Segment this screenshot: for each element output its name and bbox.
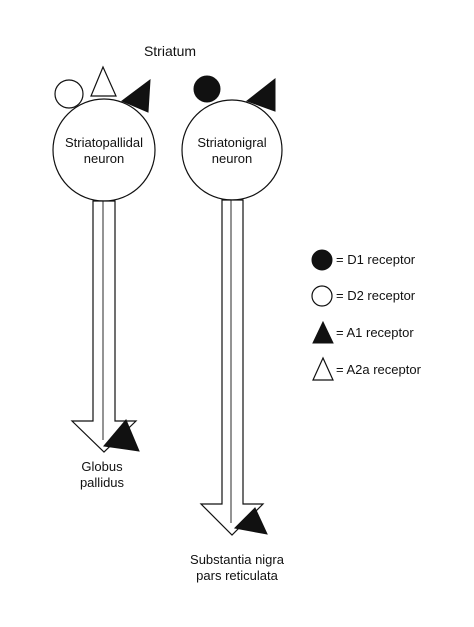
legend-a2a-label: = A2a receptor xyxy=(336,362,421,377)
right-neuron-label-line1: Striatonigral xyxy=(197,135,267,150)
right-target-label-line2: pars reticulata xyxy=(196,568,278,583)
legend-filled-circle-icon xyxy=(311,249,333,271)
right-target-label: Substantia nigra pars reticulata xyxy=(190,552,284,584)
striatonigral-axon-arrow xyxy=(199,199,265,536)
left-terminal-a1-receptor-icon xyxy=(103,419,140,452)
left-a1-receptor-icon xyxy=(121,78,151,113)
right-neuron-label-line2: neuron xyxy=(211,151,253,166)
left-neuron-label-line1: Striatopallidal xyxy=(64,135,144,150)
left-target-label-line1: Globus xyxy=(81,459,123,474)
legend-a1-label: = A1 receptor xyxy=(336,325,414,340)
right-d1-receptor-icon xyxy=(193,75,221,103)
right-neuron-label: Striatonigral neuron xyxy=(197,135,266,167)
left-d2-receptor-icon xyxy=(54,79,84,109)
left-a2a-receptor-icon xyxy=(90,65,117,97)
left-neuron-label-line2: neuron xyxy=(83,151,125,166)
left-target-label: Globus pallidus xyxy=(80,459,124,491)
legend-d2-label: = D2 receptor xyxy=(336,288,416,303)
legend-open-circle-icon xyxy=(311,285,333,307)
legend-filled-triangle-icon xyxy=(312,320,334,344)
striatopallidal-axon-arrow xyxy=(70,200,138,453)
right-a1-receptor-icon xyxy=(245,77,276,112)
left-target-label-line2: pallidus xyxy=(79,475,125,490)
right-terminal-a1-receptor-icon xyxy=(233,507,268,535)
diagram-title: Striatum xyxy=(143,43,197,59)
right-target-label-line1: Substantia nigra xyxy=(190,552,284,567)
legend-d1-label: = D1 receptor xyxy=(336,252,416,267)
left-neuron-label: Striatopallidal neuron xyxy=(65,135,143,167)
legend-open-triangle-icon xyxy=(312,356,334,381)
